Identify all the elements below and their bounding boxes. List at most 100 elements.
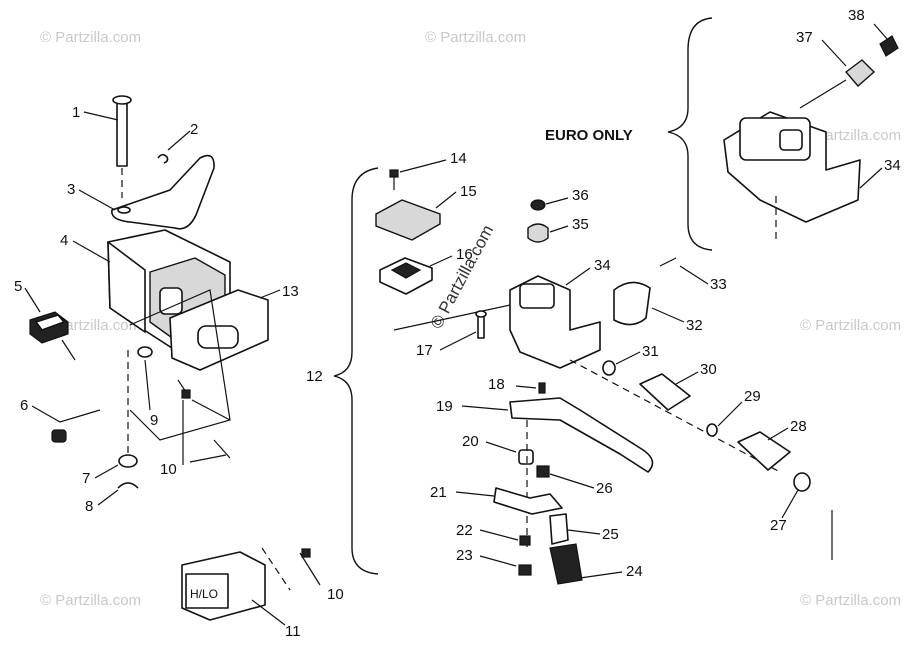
leader-line bbox=[675, 371, 699, 385]
callout-38: 38 bbox=[848, 7, 865, 24]
callout-19: 19 bbox=[436, 398, 453, 415]
leader-line bbox=[549, 473, 595, 489]
leader-line bbox=[94, 464, 119, 479]
watermark: © Partzilla.com bbox=[40, 29, 141, 46]
switch-bracket-part bbox=[493, 487, 563, 515]
center-assembly: 12 14 15 16 17 36 35 34 bbox=[306, 150, 811, 585]
leader-line bbox=[549, 225, 569, 233]
callout-31: 31 bbox=[642, 343, 659, 360]
callout-34: 34 bbox=[884, 157, 901, 174]
spring-part bbox=[639, 373, 691, 411]
euro-only-label: EURO ONLY bbox=[545, 127, 633, 144]
bracket-hole bbox=[117, 206, 131, 214]
callout-33: 33 bbox=[710, 276, 727, 293]
leader-line bbox=[515, 385, 537, 389]
leader-line bbox=[651, 307, 685, 323]
leader-line bbox=[781, 489, 799, 519]
leader-line bbox=[873, 23, 889, 41]
leader-line bbox=[251, 599, 286, 626]
callout-4: 4 bbox=[60, 232, 68, 249]
leader-line bbox=[191, 399, 231, 421]
leader-line bbox=[717, 401, 743, 427]
callout-37: 37 bbox=[796, 29, 813, 46]
nut-part bbox=[530, 199, 546, 211]
housing-slot bbox=[159, 287, 183, 315]
callout-27: 27 bbox=[770, 517, 787, 534]
callout-32: 32 bbox=[686, 317, 703, 334]
leader-line bbox=[435, 191, 457, 209]
bushing-part bbox=[518, 449, 534, 465]
leader-line bbox=[821, 39, 847, 67]
leader-line bbox=[97, 489, 119, 506]
leader-line bbox=[479, 529, 519, 541]
axis-line bbox=[261, 547, 291, 591]
nut-part bbox=[536, 465, 550, 478]
callout-34: 34 bbox=[594, 257, 611, 274]
leader-line bbox=[167, 130, 191, 151]
leader-line bbox=[78, 189, 116, 211]
leader-line bbox=[579, 571, 623, 579]
callout-14: 14 bbox=[450, 150, 467, 167]
bolt-part bbox=[116, 99, 128, 167]
watermark: © Partzilla.com bbox=[425, 29, 526, 46]
leader-line bbox=[31, 405, 101, 423]
leader-line bbox=[455, 491, 495, 497]
watermark: © Partzilla.com bbox=[40, 592, 141, 609]
axis-line bbox=[569, 359, 781, 473]
leader-line bbox=[144, 359, 151, 411]
screw-head bbox=[181, 389, 191, 399]
washer-part bbox=[137, 346, 153, 358]
ring-part bbox=[793, 472, 811, 492]
callout-16: 16 bbox=[456, 246, 473, 263]
leader-line bbox=[545, 197, 569, 205]
callout-29: 29 bbox=[744, 388, 761, 405]
leader-line bbox=[83, 111, 119, 121]
callout-9: 9 bbox=[150, 412, 158, 429]
group-bracket bbox=[333, 167, 379, 575]
clip-part bbox=[157, 153, 169, 164]
leader-line bbox=[485, 441, 517, 453]
callout-35: 35 bbox=[572, 216, 589, 233]
leader-line bbox=[461, 405, 509, 411]
callout-22: 22 bbox=[456, 522, 473, 539]
outline-line bbox=[393, 304, 511, 331]
callout-25: 25 bbox=[602, 526, 619, 543]
watermark: © Partzilla.com bbox=[800, 592, 901, 609]
leader-line bbox=[679, 265, 709, 285]
screw-part bbox=[299, 552, 321, 586]
left-assembly: H/LO 1 2 3 4 5 6 7 8 9 10 10 11 13 bbox=[14, 95, 344, 640]
seal-part bbox=[527, 223, 549, 243]
screw-part bbox=[213, 439, 231, 459]
watermark: © Partzilla.com bbox=[800, 317, 901, 334]
fitting-part bbox=[844, 59, 876, 87]
leader-line bbox=[767, 427, 789, 441]
outline-line bbox=[129, 289, 231, 441]
boot-opening bbox=[197, 325, 239, 349]
callout-13: 13 bbox=[282, 283, 299, 300]
leader-line bbox=[189, 454, 227, 463]
diaphragm-center bbox=[390, 262, 422, 279]
euro-only-assembly: EURO ONLY 37 38 34 bbox=[545, 7, 901, 251]
reservoir-cover-part bbox=[375, 199, 441, 241]
screw-head bbox=[389, 169, 399, 178]
leader-line bbox=[565, 267, 591, 286]
clip-part bbox=[117, 482, 139, 489]
callout-36: 36 bbox=[572, 187, 589, 204]
callout-21: 21 bbox=[430, 484, 447, 501]
washer-part bbox=[519, 535, 531, 546]
callout-20: 20 bbox=[462, 433, 479, 450]
callout-3: 3 bbox=[67, 181, 75, 198]
callout-24: 24 bbox=[626, 563, 643, 580]
callout-17: 17 bbox=[416, 342, 433, 359]
callout-23: 23 bbox=[456, 547, 473, 564]
leader-line bbox=[567, 529, 601, 535]
washer-part bbox=[118, 454, 138, 468]
callout-2: 2 bbox=[190, 121, 198, 138]
leader-line bbox=[399, 159, 447, 173]
callout-8: 8 bbox=[85, 498, 93, 515]
leader-line bbox=[859, 167, 883, 189]
leader-line bbox=[259, 289, 281, 299]
bolt-head bbox=[112, 95, 132, 105]
callout-11: 11 bbox=[285, 623, 301, 640]
